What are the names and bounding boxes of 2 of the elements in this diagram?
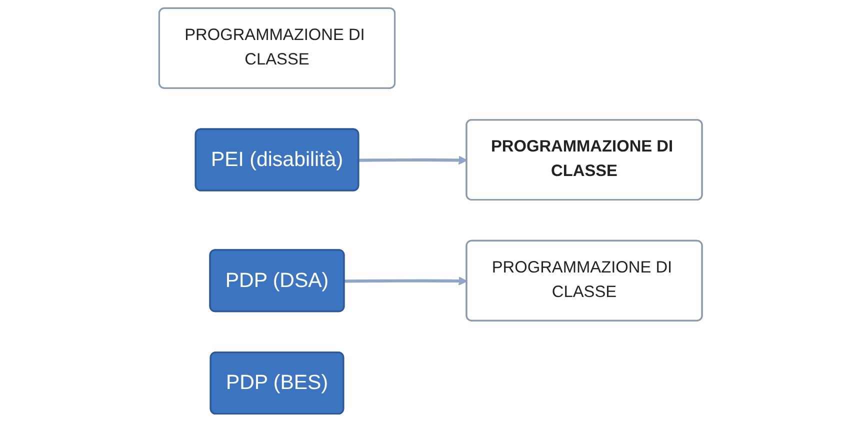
arrow (344, 276, 468, 286)
arrow (359, 156, 468, 165)
